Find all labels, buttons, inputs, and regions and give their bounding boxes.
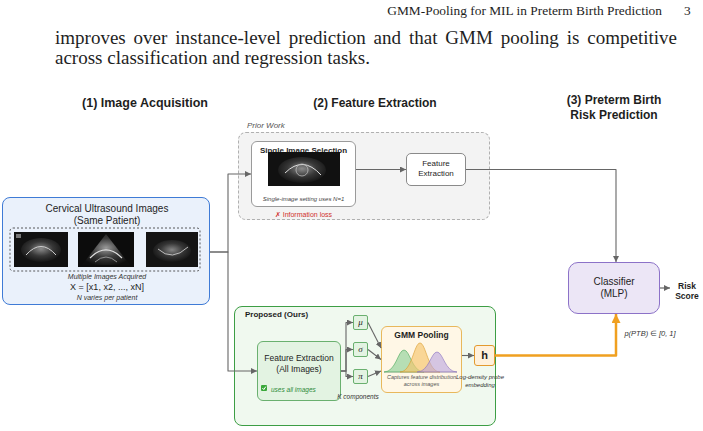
parameter-symbol: π xyxy=(354,370,367,383)
box-title: Classifier (MLP) xyxy=(584,276,644,300)
box-title: Cervical Ultrasound Images (Same Patient… xyxy=(32,203,182,227)
connector-arrow xyxy=(341,323,353,372)
section-heading: (1) Image Acquisition xyxy=(40,96,250,111)
parameter-box: σ xyxy=(353,342,368,357)
proposed-group: Proposed (Ours) Feature Extraction (All I… xyxy=(234,306,496,426)
connector-arrow xyxy=(210,252,257,371)
note-text: uses all images xyxy=(271,386,339,394)
acquisition-box: Cervical Ultrasound Images (Same Patient… xyxy=(2,197,210,305)
connector-arrow xyxy=(368,371,381,377)
note-text: Single-image setting uses N=1 xyxy=(252,196,355,203)
formula-text: X = [x1, x2, ..., xN] xyxy=(7,282,207,292)
note-text: N varies per patient xyxy=(7,294,207,302)
section-heading: (2) Feature Extraction xyxy=(275,96,475,111)
annotation-text: Log-density probe embedding xyxy=(452,374,508,389)
box-title: Single Image Selection xyxy=(252,146,355,156)
annotation-text: K components xyxy=(328,393,388,401)
embedding-box: h xyxy=(474,345,495,366)
connector-arrow xyxy=(462,355,474,356)
connector-arrow xyxy=(466,170,616,263)
process-box: Feature Extraction (All Images) uses all … xyxy=(257,341,341,401)
box-title: Feature Extraction (All Images) xyxy=(258,353,340,375)
group-title: Proposed (Ours) xyxy=(245,310,365,320)
running-head: GMM-Pooling for MIL in Preterm Birth Pre… xyxy=(300,3,662,19)
parameter-box: μ xyxy=(353,315,368,330)
section-heading: (3) Preterm Birth Risk Prediction xyxy=(555,93,673,123)
pooling-box: GMM PoolingCaptures feature distribution… xyxy=(381,326,462,393)
parameter-symbol: σ xyxy=(354,343,367,356)
parameter-symbol: μ xyxy=(354,316,367,329)
prior-work-group: Prior WorkSingle Image SelectionSingle-i… xyxy=(238,132,490,220)
embedding-symbol: h xyxy=(475,346,494,365)
output-label: Risk Score xyxy=(671,281,703,301)
parameter-box: π xyxy=(353,369,368,384)
output-range: p(PTB) ∈ [0, 1] xyxy=(600,329,700,338)
body-text: improves over instance-level prediction … xyxy=(55,28,677,68)
box-title: Feature Extraction xyxy=(407,159,465,179)
process-box: Feature Extraction xyxy=(406,153,466,186)
connector-arrow xyxy=(495,314,616,356)
connector-arrow xyxy=(368,323,381,349)
connector-arrow xyxy=(368,350,381,360)
connector-arrow xyxy=(341,371,353,377)
connector-arrow xyxy=(210,174,251,252)
warning-text: ✗ Information loss xyxy=(252,211,355,219)
note-text: Multiple Images Acquired xyxy=(7,273,207,281)
group-title: Prior Work xyxy=(247,121,347,131)
page-number: 3 xyxy=(684,3,699,19)
connector-arrow xyxy=(356,169,406,170)
note-text: Captures feature distribution across ima… xyxy=(383,374,460,388)
classifier-box: Classifier (MLP) xyxy=(568,262,660,314)
output-arrow xyxy=(660,287,670,288)
process-box: Single Image SelectionSingle-image setti… xyxy=(251,141,356,207)
connector-arrow xyxy=(341,350,353,372)
box-title: GMM Pooling xyxy=(382,330,461,340)
